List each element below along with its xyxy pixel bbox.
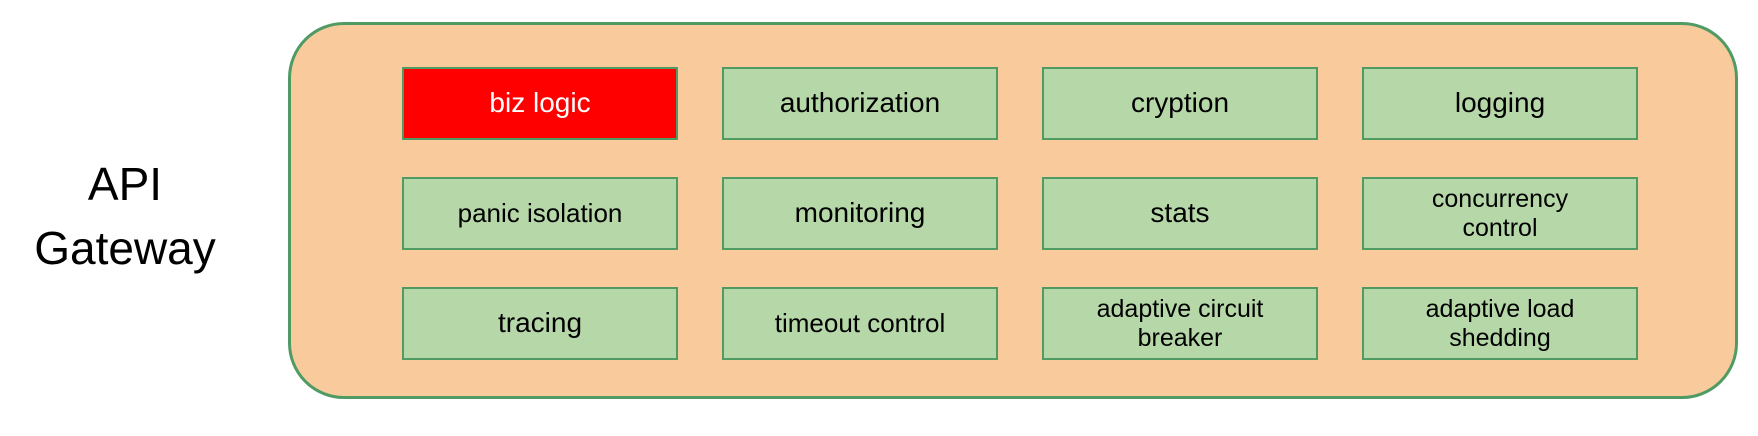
box-concurrency-control-label: concurrency control — [1431, 184, 1569, 242]
box-stats-label: stats — [1150, 197, 1210, 229]
box-stats: stats — [1042, 177, 1318, 250]
box-adaptive-load-shedding-label: adaptive load shedding — [1425, 294, 1575, 352]
box-biz-logic: biz logic — [402, 67, 678, 140]
box-timeout-control: timeout control — [722, 287, 998, 360]
box-panic-isolation: panic isolation — [402, 177, 678, 250]
box-cryption-label: cryption — [1130, 87, 1230, 119]
box-monitoring-label: monitoring — [794, 197, 926, 229]
box-tracing-label: tracing — [497, 307, 583, 339]
box-authorization: authorization — [722, 67, 998, 140]
box-adaptive-load-shedding: adaptive load shedding — [1362, 287, 1638, 360]
box-authorization-label: authorization — [779, 87, 941, 119]
box-adaptive-circuit-breaker-label: adaptive circuit breaker — [1096, 294, 1264, 352]
box-tracing: tracing — [402, 287, 678, 360]
box-adaptive-circuit-breaker: adaptive circuit breaker — [1042, 287, 1318, 360]
api-gateway-title: API Gateway — [34, 158, 216, 275]
box-monitoring: monitoring — [722, 177, 998, 250]
box-panic-isolation-label: panic isolation — [457, 197, 623, 228]
box-logging: logging — [1362, 67, 1638, 140]
box-concurrency-control: concurrency control — [1362, 177, 1638, 250]
api-gateway-container: biz logic authorization cryption logging… — [288, 22, 1738, 399]
box-biz-logic-label: biz logic — [489, 87, 591, 119]
box-logging-label: logging — [1454, 87, 1546, 119]
box-cryption: cryption — [1042, 67, 1318, 140]
box-timeout-control-label: timeout control — [774, 307, 946, 338]
